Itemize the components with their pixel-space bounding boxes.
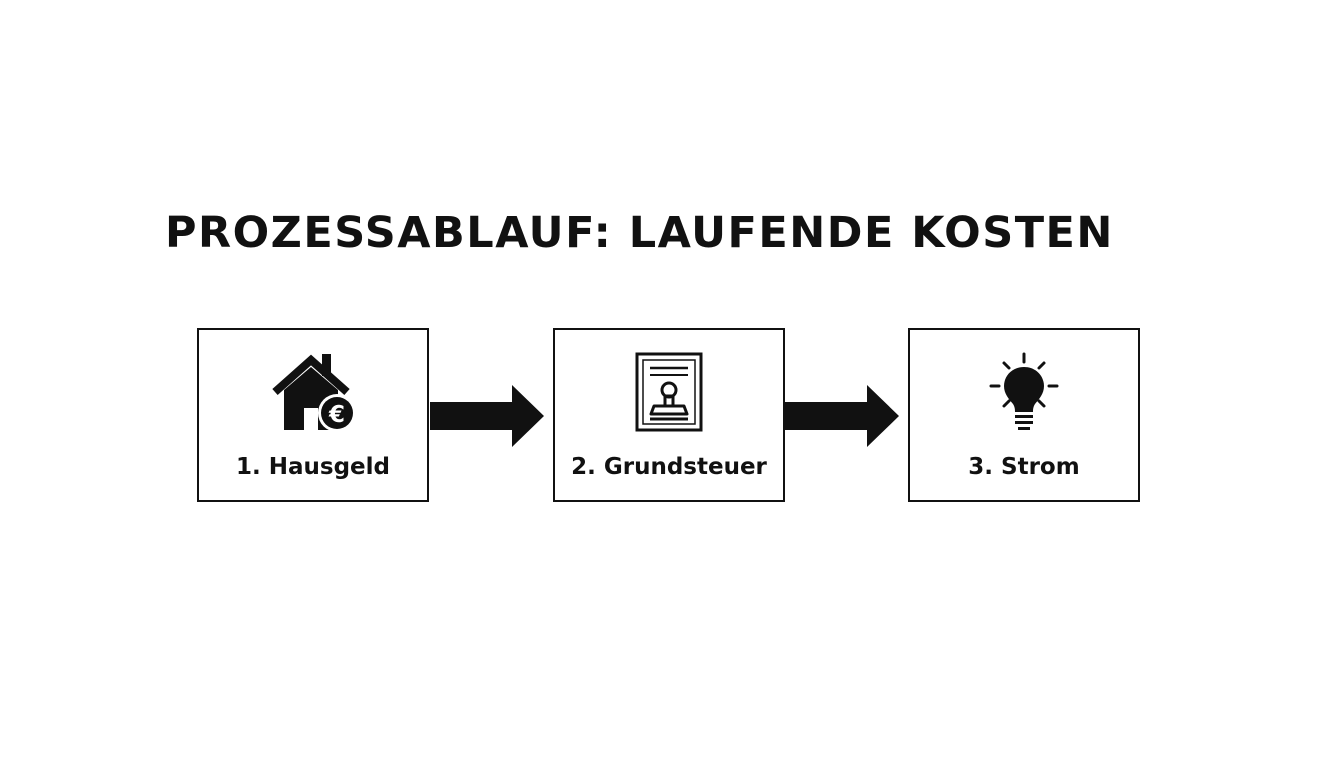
- arrow-right-icon: [430, 385, 544, 447]
- step-label-strom: 3. Strom: [968, 454, 1080, 480]
- step-label-hausgeld: 1. Hausgeld: [236, 454, 390, 480]
- step-box-hausgeld: € 1. Hausgeld: [197, 328, 429, 502]
- tax-document-stamp-icon: [621, 352, 717, 436]
- svg-text:€: €: [328, 402, 345, 428]
- step-label-grundsteuer: 2. Grundsteuer: [571, 454, 767, 480]
- lightbulb-icon: [976, 352, 1072, 436]
- house-euro-icon: €: [265, 352, 361, 436]
- diagram-title: PROZESSABLAUF: LAUFENDE KOSTEN: [165, 208, 1114, 258]
- arrow-right-icon: [785, 385, 899, 447]
- step-box-grundsteuer: 2. Grundsteuer: [553, 328, 785, 502]
- step-box-strom: 3. Strom: [908, 328, 1140, 502]
